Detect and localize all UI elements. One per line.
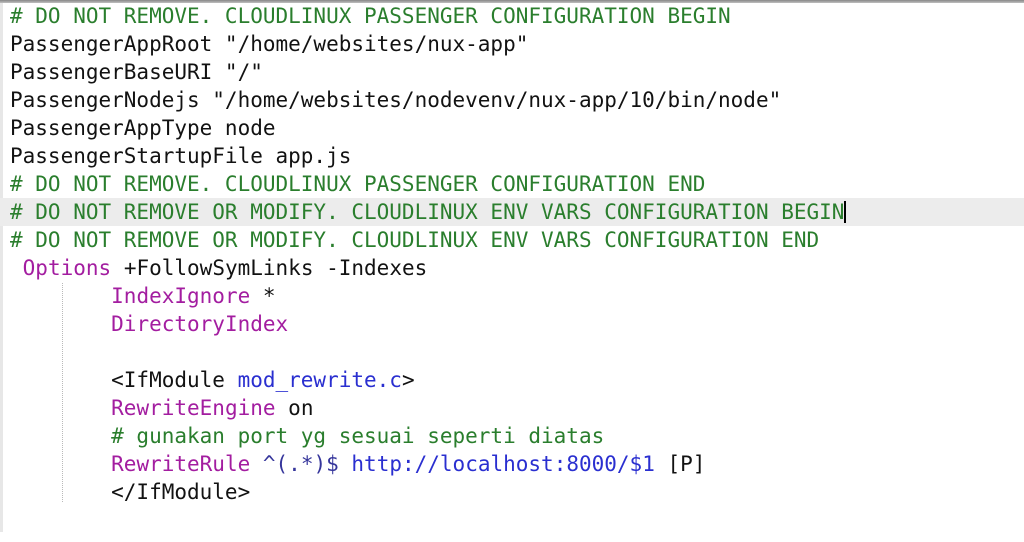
code-token	[10, 284, 111, 308]
code-token: PassengerStartupFile app.js	[10, 144, 352, 168]
code-token: # DO NOT REMOVE. CLOUDLINUX PASSENGER CO…	[10, 4, 731, 28]
window-left-edge	[0, 3, 3, 532]
code-line[interactable]: <IfModule mod_rewrite.c>	[0, 366, 1024, 394]
code-token: http://localhost:8000/$1	[351, 452, 655, 476]
code-token: # DO NOT REMOVE OR MODIFY. CLOUDLINUX EN…	[10, 228, 820, 252]
code-token: PassengerAppType node	[10, 116, 276, 140]
code-token: </IfModule>	[10, 480, 251, 504]
code-token: ^(.*)$	[262, 452, 339, 476]
code-line[interactable]: PassengerBaseURI "/"	[0, 58, 1024, 86]
code-token: PassengerAppRoot "/home/websites/nux-app…	[10, 32, 529, 56]
code-token: RewriteEngine	[111, 396, 276, 420]
code-token	[10, 312, 111, 336]
code-token: *	[250, 284, 276, 308]
code-token: PassengerBaseURI "/"	[10, 60, 263, 84]
code-token	[339, 452, 352, 476]
code-token: mod_rewrite.c	[237, 368, 402, 392]
code-line[interactable]: # DO NOT REMOVE OR MODIFY. CLOUDLINUX EN…	[0, 226, 1024, 254]
code-token: DirectoryIndex	[111, 312, 289, 336]
code-token: # DO NOT REMOVE. CLOUDLINUX PASSENGER CO…	[10, 172, 706, 196]
code-line[interactable]: PassengerStartupFile app.js	[0, 142, 1024, 170]
code-token	[10, 256, 23, 280]
window-top-edge	[0, 0, 1024, 3]
code-line[interactable]	[0, 338, 1024, 366]
code-line[interactable]: </IfModule>	[0, 478, 1024, 506]
code-line[interactable]: # DO NOT REMOVE OR MODIFY. CLOUDLINUX EN…	[0, 198, 1024, 226]
code-line[interactable]: PassengerNodejs "/home/websites/nodevenv…	[0, 86, 1024, 114]
code-token: # gunakan port yg sesuai seperti diatas	[10, 424, 605, 448]
code-line[interactable]: IndexIgnore *	[0, 282, 1024, 310]
code-area[interactable]: # DO NOT REMOVE. CLOUDLINUX PASSENGER CO…	[0, 2, 1024, 506]
code-line[interactable]: RewriteRule ^(.*)$ http://localhost:8000…	[0, 450, 1024, 478]
code-line[interactable]: RewriteEngine on	[0, 394, 1024, 422]
code-token: # DO NOT REMOVE OR MODIFY. CLOUDLINUX EN…	[10, 200, 845, 224]
code-line[interactable]: Options +FollowSymLinks -Indexes	[0, 254, 1024, 282]
text-cursor	[844, 201, 847, 223]
code-line[interactable]: # DO NOT REMOVE. CLOUDLINUX PASSENGER CO…	[0, 2, 1024, 30]
code-token: <IfModule	[10, 368, 238, 392]
code-line[interactable]: # gunakan port yg sesuai seperti diatas	[0, 422, 1024, 450]
code-line[interactable]: PassengerAppRoot "/home/websites/nux-app…	[0, 30, 1024, 58]
code-token: IndexIgnore	[111, 284, 251, 308]
code-token	[10, 396, 111, 420]
code-token: Options	[22, 256, 112, 280]
code-token: +FollowSymLinks -Indexes	[111, 256, 428, 280]
code-line[interactable]: # DO NOT REMOVE. CLOUDLINUX PASSENGER CO…	[0, 170, 1024, 198]
code-line[interactable]: PassengerAppType node	[0, 114, 1024, 142]
code-token: [P]	[654, 452, 706, 476]
code-token	[10, 452, 111, 476]
code-token: on	[275, 396, 314, 420]
code-line[interactable]: DirectoryIndex	[0, 310, 1024, 338]
indent-guide	[62, 283, 63, 502]
code-token: RewriteRule	[111, 452, 251, 476]
code-token	[250, 452, 263, 476]
code-token: >	[401, 368, 415, 392]
code-token: PassengerNodejs "/home/websites/nodevenv…	[10, 88, 782, 112]
